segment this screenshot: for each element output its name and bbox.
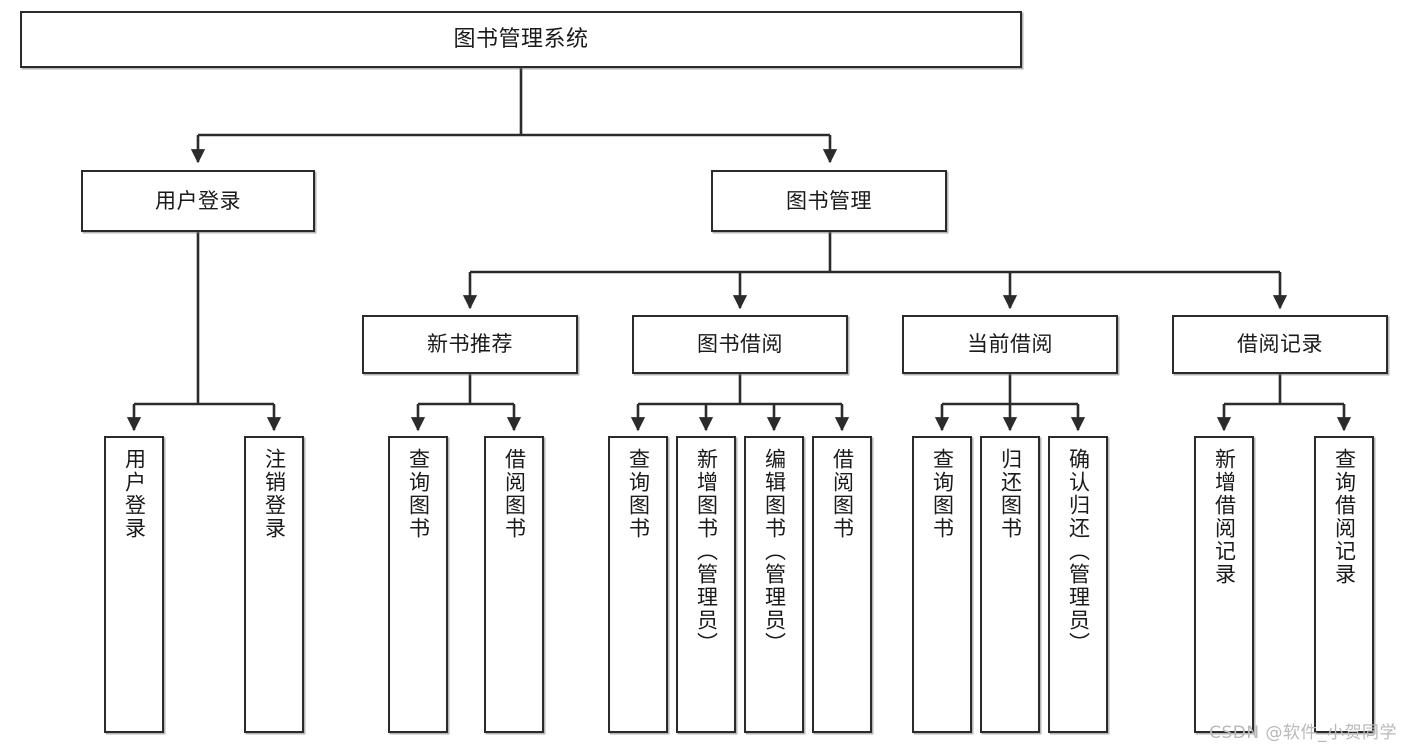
watermark-text: CSDN @软件_小贺同学 [1209,723,1397,743]
node-label: 查询图书 [930,448,955,540]
node-label: 图书借阅 [697,332,783,357]
leaf-confirm-return-admin[interactable]: 确认归还（管理员） [1048,436,1108,733]
node-label: 归还图书 [998,448,1023,540]
node-label: 查询图书 [406,448,431,540]
leaf-add-book-admin[interactable]: 新增图书（管理员） [676,436,736,733]
node-book-manage[interactable]: 图书管理 [711,170,947,232]
leaf-borrow-book[interactable]: 借阅图书 [812,436,872,733]
node-label: 查询借阅记录 [1332,448,1357,586]
leaf-add-borrow-record[interactable]: 新增借阅记录 [1194,436,1254,733]
node-label: 图书管理 [786,188,872,213]
node-label: 编辑图书（管理员） [762,448,787,655]
node-borrow-record[interactable]: 借阅记录 [1172,315,1388,374]
node-label: 新增图书（管理员） [694,448,719,655]
node-label: 用户登录 [155,188,241,213]
node-label: 新增借阅记录 [1212,448,1237,586]
node-label: 注销登录 [262,448,287,540]
node-root-system[interactable]: 图书管理系统 [20,11,1022,68]
node-label: 图书管理系统 [453,26,589,52]
leaf-user-login[interactable]: 用户登录 [104,436,164,733]
node-label: 借阅图书 [830,448,855,540]
leaf-edit-book-admin[interactable]: 编辑图书（管理员） [744,436,804,733]
node-current-borrow[interactable]: 当前借阅 [902,315,1118,374]
node-book-borrow[interactable]: 图书借阅 [632,315,848,374]
node-label: 新书推荐 [427,332,513,357]
node-label: 当前借阅 [967,332,1053,357]
node-label: 确认归还（管理员） [1066,448,1091,655]
leaf-query-book-recommend[interactable]: 查询图书 [388,436,448,733]
node-user-login[interactable]: 用户登录 [81,170,315,232]
leaf-query-book-borrow[interactable]: 查询图书 [608,436,668,733]
node-label: 借阅记录 [1237,332,1323,357]
node-label: 查询图书 [626,448,651,540]
leaf-query-book-current[interactable]: 查询图书 [912,436,972,733]
node-label: 用户登录 [122,448,147,540]
leaf-query-borrow-record[interactable]: 查询借阅记录 [1314,436,1374,733]
leaf-logout[interactable]: 注销登录 [244,436,304,733]
node-new-book-recommend[interactable]: 新书推荐 [362,315,578,374]
leaf-borrow-book-recommend[interactable]: 借阅图书 [484,436,544,733]
leaf-return-book[interactable]: 归还图书 [980,436,1040,733]
node-label: 借阅图书 [502,448,527,540]
